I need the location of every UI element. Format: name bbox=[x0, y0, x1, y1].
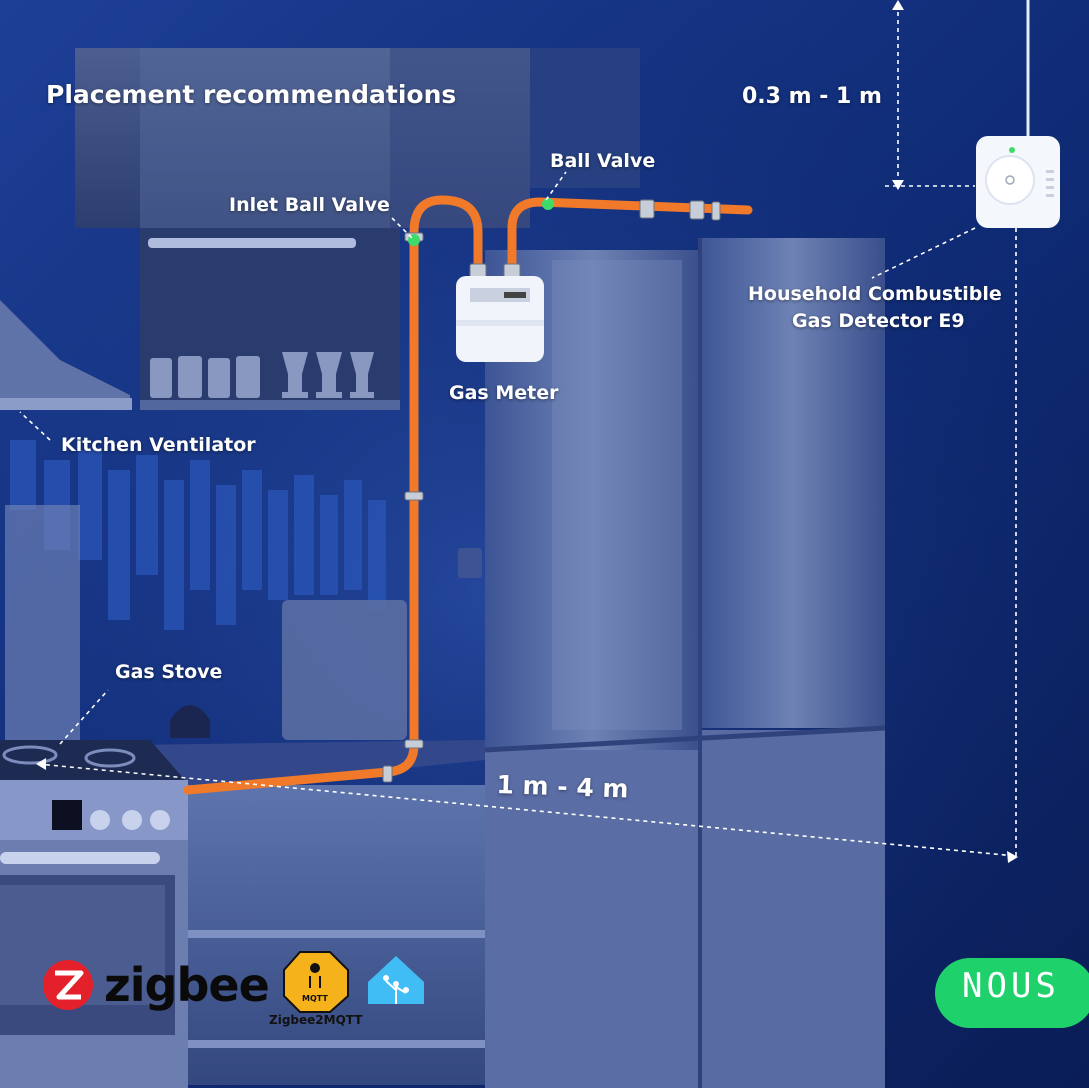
home-assistant-logo-icon bbox=[368, 956, 424, 1004]
kitchen-ventilator-label: Kitchen Ventilator bbox=[61, 434, 256, 456]
pipe-fittings bbox=[382, 199, 721, 783]
inlet-ball-valve-label: Inlet Ball Valve bbox=[229, 194, 390, 216]
refrigerator-icon bbox=[484, 238, 886, 1088]
toaster-icon bbox=[282, 600, 407, 740]
measurement-guides bbox=[19, 4, 1017, 858]
gas-meter-label: Gas Meter bbox=[449, 382, 559, 404]
kitchen-ventilator-icon bbox=[0, 300, 132, 410]
detector-label-line2: Gas Detector E9 bbox=[792, 310, 965, 332]
nous-brand-badge bbox=[935, 958, 1089, 1028]
zigbee2mqtt-caption: Zigbee2MQTT bbox=[269, 1013, 363, 1027]
diagram-title: Placement recommendations bbox=[46, 80, 457, 109]
gas-stove-label: Gas Stove bbox=[115, 661, 223, 683]
zigbee-wordmark: zigbee bbox=[104, 958, 270, 1012]
gas-detector-e9-icon bbox=[976, 0, 1060, 228]
side-panel bbox=[5, 505, 80, 745]
measurement-arrowheads bbox=[36, 0, 1018, 863]
nous-brand-logo: NOUS bbox=[962, 966, 1060, 1006]
ball-valve-icon bbox=[542, 198, 554, 210]
gas-stove-icon bbox=[0, 740, 188, 1088]
zigbee-logo-icon bbox=[43, 960, 93, 1010]
zigbee2mqtt-logo-icon: MQTT bbox=[283, 951, 349, 1013]
ball-valve-label: Ball Valve bbox=[550, 150, 656, 172]
height-range-label: 0.3 m - 1 m bbox=[742, 84, 882, 109]
lower-cabinets bbox=[130, 740, 485, 1085]
kettle-icon bbox=[170, 705, 210, 738]
mqtt-badge-text: MQTT bbox=[302, 994, 328, 1003]
wall-outlet-icon bbox=[458, 548, 482, 578]
gas-pipe bbox=[183, 195, 753, 795]
detector-label-line1: Household Combustible bbox=[748, 283, 1002, 305]
shelf-glasses-icon bbox=[150, 352, 374, 398]
distance-range-label: 1 m - 4 m bbox=[495, 770, 630, 804]
gas-meter-icon bbox=[456, 276, 544, 362]
